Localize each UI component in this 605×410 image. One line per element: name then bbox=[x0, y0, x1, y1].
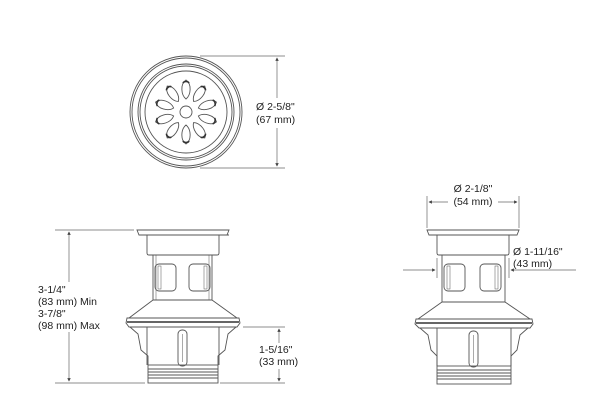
body-diameter-inch-label: Ø 1-11/16" bbox=[513, 246, 563, 258]
height-max-mm-label: (98 mm) Max bbox=[38, 320, 100, 332]
body-diameter-mm-label: (43 mm) bbox=[513, 258, 553, 270]
height-min-mm-label: (83 mm) Min bbox=[38, 296, 97, 308]
petal-holes-icon bbox=[153, 79, 219, 145]
top-view-strainer bbox=[129, 55, 243, 169]
top-diameter-inch-label: Ø 2-5/8" bbox=[256, 101, 295, 113]
right-flange-dimension bbox=[426, 196, 520, 228]
flange-diameter-mm-label: (54 mm) bbox=[453, 196, 493, 208]
lower-height-mm-label: (33 mm) bbox=[259, 356, 299, 368]
top-diameter-dimension bbox=[200, 55, 285, 169]
height-min-inch-label: 3-1/4" bbox=[38, 284, 66, 296]
side-view-left-body bbox=[125, 229, 241, 384]
top-diameter-mm-label: (67 mm) bbox=[256, 114, 296, 126]
height-max-inch-label: 3-7/8" bbox=[38, 308, 66, 320]
left-height-dimension bbox=[55, 229, 145, 384]
right-body-dimension bbox=[403, 258, 576, 278]
left-lower-height-dimension bbox=[220, 326, 285, 384]
lower-height-inch-label: 1-5/16" bbox=[259, 344, 293, 356]
side-view-right-body bbox=[414, 229, 534, 385]
flange-diameter-inch-label: Ø 2-1/8" bbox=[453, 183, 493, 195]
